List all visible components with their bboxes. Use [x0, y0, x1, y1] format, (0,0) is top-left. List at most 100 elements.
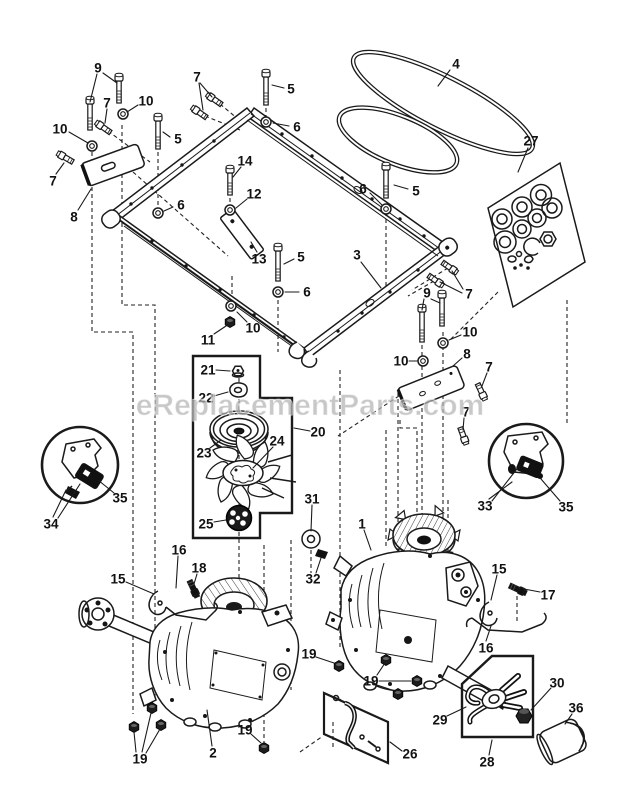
- frame-holes: [129, 132, 426, 339]
- callout-30: 30: [530, 676, 565, 711]
- callout-label: 4: [452, 57, 460, 72]
- callout-label: 10: [393, 354, 408, 369]
- leader-line: [540, 478, 561, 502]
- leader-line: [376, 662, 386, 676]
- callout-19: 19: [132, 712, 161, 767]
- callout-label: 15: [110, 572, 126, 587]
- callout-label: 26: [402, 747, 418, 762]
- fan-top: [387, 504, 461, 563]
- callout-label: 27: [523, 134, 538, 149]
- leader-line: [517, 147, 529, 173]
- callout-label: 7: [193, 70, 201, 85]
- callout-label: 11: [201, 333, 216, 348]
- leader-line: [490, 574, 498, 601]
- callout-10: 10: [126, 94, 154, 113]
- callout-label: 31: [304, 492, 320, 507]
- hex-bolt-icon: [189, 104, 209, 121]
- leader-line: [439, 281, 463, 294]
- callout-29: 29: [432, 706, 467, 728]
- callout-label: 25: [198, 517, 214, 532]
- nut-icon: [380, 654, 392, 666]
- nut-icon: [146, 702, 158, 714]
- callout-24: 24: [252, 434, 285, 469]
- callout-7: 7: [103, 96, 111, 124]
- callout-label: 33: [477, 499, 493, 514]
- leader-line: [430, 298, 441, 304]
- callout-label: 9: [423, 286, 431, 301]
- leader-line: [199, 82, 213, 98]
- washer-icon: [380, 203, 392, 215]
- callout-13: 13: [250, 241, 267, 267]
- callout-label: 16: [171, 543, 187, 558]
- nut-icon: [155, 719, 167, 731]
- washer-icon: [272, 286, 284, 298]
- hex-bolt-icon: [474, 381, 489, 402]
- callout-label: 18: [191, 561, 207, 576]
- callout-23: 23: [196, 439, 222, 461]
- callout-label: 7: [462, 405, 470, 420]
- callout-label: 29: [432, 713, 447, 728]
- nut-icon: [392, 688, 404, 700]
- hex-bolt-icon: [93, 119, 113, 136]
- callout-6: 6: [359, 182, 383, 206]
- callout-label: 24: [269, 434, 285, 449]
- callout-label: 19: [237, 723, 252, 738]
- leader-line: [125, 581, 155, 595]
- leader-line: [193, 573, 198, 585]
- leader-line: [77, 188, 92, 211]
- callout-34: 34: [43, 483, 81, 532]
- callout-label: 5: [174, 132, 182, 147]
- callout-3: 3: [353, 248, 382, 289]
- callout-label: 32: [305, 572, 320, 587]
- linkage-left-drawing: [148, 590, 218, 621]
- clutch-disc-25: [225, 504, 253, 532]
- callout-22: 22: [198, 391, 229, 406]
- bolt-icon: [273, 242, 283, 282]
- callout-9: 9: [421, 286, 441, 311]
- callout-35: 35: [97, 479, 128, 506]
- bolt-icon: [85, 95, 95, 131]
- leader-line: [360, 261, 382, 289]
- callout-10: 10: [448, 325, 478, 341]
- leader-line: [68, 131, 89, 144]
- callout-15: 15: [110, 572, 155, 595]
- key-32-drawing: [315, 549, 328, 559]
- leader-line: [530, 687, 552, 711]
- leader-line: [252, 446, 274, 469]
- leader-line: [310, 504, 313, 532]
- leader-line: [209, 439, 222, 449]
- leader-line: [488, 739, 493, 756]
- callout-19: 19: [237, 723, 262, 744]
- callout-6: 6: [163, 198, 185, 213]
- callout-label: 23: [196, 446, 212, 461]
- leader-line: [213, 391, 229, 397]
- leader-line: [462, 417, 465, 431]
- callout-label: 14: [237, 154, 253, 169]
- leader-line: [104, 108, 108, 124]
- callout-6: 6: [272, 120, 301, 135]
- callout-label: 3: [353, 248, 361, 263]
- callout-label: 6: [359, 182, 367, 197]
- leader-line: [250, 241, 258, 253]
- callout-label: 15: [491, 562, 507, 577]
- callout-32: 32: [305, 557, 322, 587]
- leader-line: [437, 69, 451, 87]
- callout-19: 19: [301, 647, 335, 664]
- flange-nut-21: [231, 365, 245, 378]
- callout-19: 19: [363, 662, 412, 692]
- nut-icon: [224, 316, 236, 328]
- callout-26: 26: [389, 741, 418, 762]
- callout-label: 1: [358, 517, 366, 532]
- leader-line: [162, 131, 171, 138]
- leader-line: [393, 184, 409, 190]
- leader-line: [102, 72, 118, 84]
- leader-line: [452, 357, 463, 367]
- washer-icon: [152, 207, 164, 219]
- leader-line: [448, 334, 462, 341]
- hex-bolt-icon: [186, 578, 201, 599]
- callout-label: 19: [132, 752, 147, 767]
- bracket-8-right-drawing: [396, 365, 465, 411]
- callout-label: 35: [112, 491, 128, 506]
